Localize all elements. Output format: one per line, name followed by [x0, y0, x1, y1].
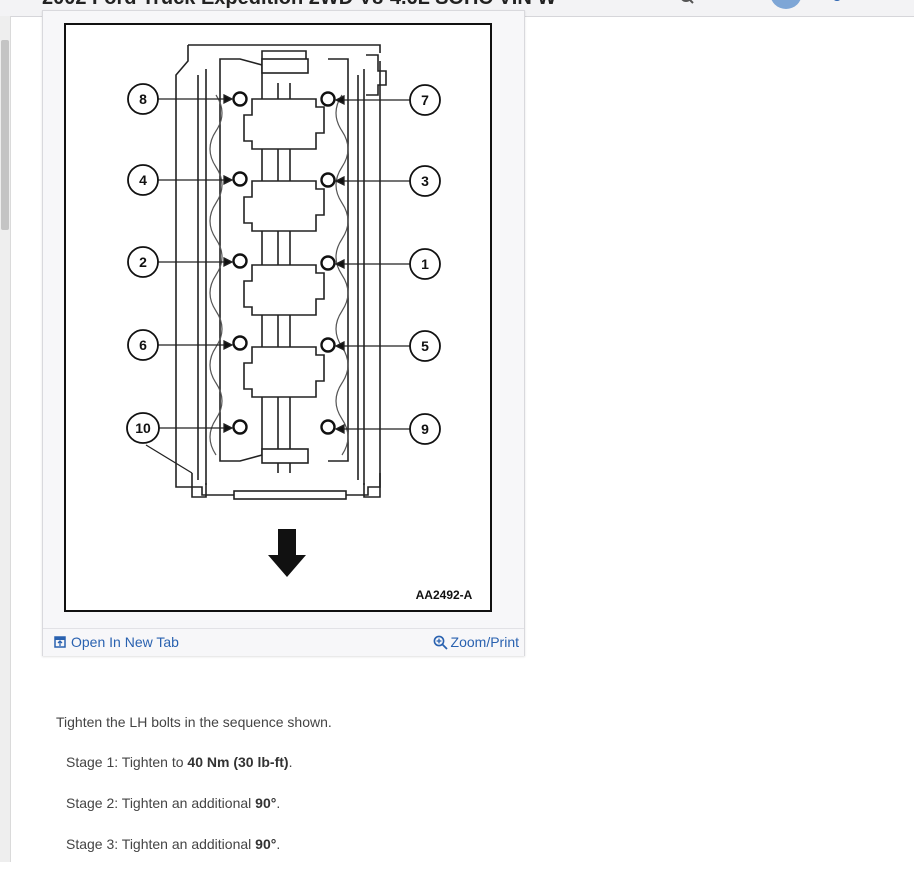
stage-1-suffix: .: [288, 754, 293, 770]
head-bolts: [232, 91, 336, 435]
stage-1-prefix: Stage 1: Tighten to: [66, 754, 188, 770]
notification-icon[interactable]: [820, 0, 842, 7]
figure-code: AA2492-A: [416, 588, 473, 602]
open-in-new-tab-label: Open In New Tab: [71, 634, 179, 650]
front-direction-arrow-icon: [268, 529, 306, 577]
procedure-text: Tighten the LH bolts in the sequence sho…: [56, 714, 876, 877]
callout-6: 6: [139, 337, 147, 353]
stage-3-angle: 90°: [255, 836, 277, 852]
stage-2-prefix: Stage 2: Tighten an additional: [66, 795, 256, 811]
page-scrollbar[interactable]: [0, 16, 11, 862]
stage-1-torque: 40 Nm: [187, 754, 230, 770]
open-in-new-tab-link[interactable]: Open In New Tab: [54, 634, 179, 650]
stage-2-step: Stage 2: Tighten an additional 90°.: [66, 795, 876, 812]
procedure-intro: Tighten the LH bolts in the sequence sho…: [56, 714, 332, 730]
left-callouts: [126, 83, 160, 444]
callout-10: 10: [135, 420, 151, 436]
right-leader-lines: [334, 94, 410, 435]
callout-7: 7: [421, 92, 429, 108]
stage-3-prefix: Stage 3: Tighten an additional: [66, 836, 256, 852]
figure-card: 8 4 2 6 10 7 3 1 5 9 AA2492-A Open In: [42, 10, 525, 656]
zoom-print-link[interactable]: Zoom/Print: [433, 634, 519, 650]
callout-3: 3: [421, 173, 429, 189]
callout-8: 8: [139, 91, 147, 107]
callout-4: 4: [139, 172, 147, 188]
callout-5: 5: [421, 338, 429, 354]
cylinder-head-bolt-diagram: 8 4 2 6 10 7 3 1 5 9 AA2492-A: [64, 23, 492, 612]
stage-1-step: Stage 1: Tighten to 40 Nm (30 lb-ft).: [66, 754, 876, 771]
scrollbar-thumb[interactable]: [1, 40, 9, 230]
zoom-print-label: Zoom/Print: [450, 634, 519, 650]
zoom-in-icon: [433, 635, 448, 650]
cam-journals: [233, 58, 347, 500]
callout-9: 9: [421, 421, 429, 437]
stage-3-suffix: .: [276, 836, 281, 852]
left-leader-lines: [145, 93, 234, 474]
callout-1: 1: [421, 256, 429, 272]
search-icon[interactable]: [680, 0, 694, 6]
port-contours: [209, 94, 349, 456]
stage-2-angle: 90°: [255, 795, 277, 811]
right-callouts: [409, 84, 441, 445]
open-new-tab-icon: [54, 636, 66, 648]
diagram-drawing: 8 4 2 6 10 7 3 1 5 9 AA2492-A: [126, 44, 473, 602]
stage-2-suffix: .: [276, 795, 281, 811]
stage-3-step: Stage 3: Tighten an additional 90°.: [66, 836, 876, 853]
document-title: 2002 Ford Truck Expedition 2WD V8-4.6L S…: [42, 0, 556, 10]
callout-2: 2: [139, 254, 147, 270]
user-avatar[interactable]: [770, 0, 802, 9]
card-footer: Open In New Tab Zoom/Print: [43, 628, 524, 656]
stage-1-torque-imperial: (30 lb-ft): [233, 754, 289, 770]
